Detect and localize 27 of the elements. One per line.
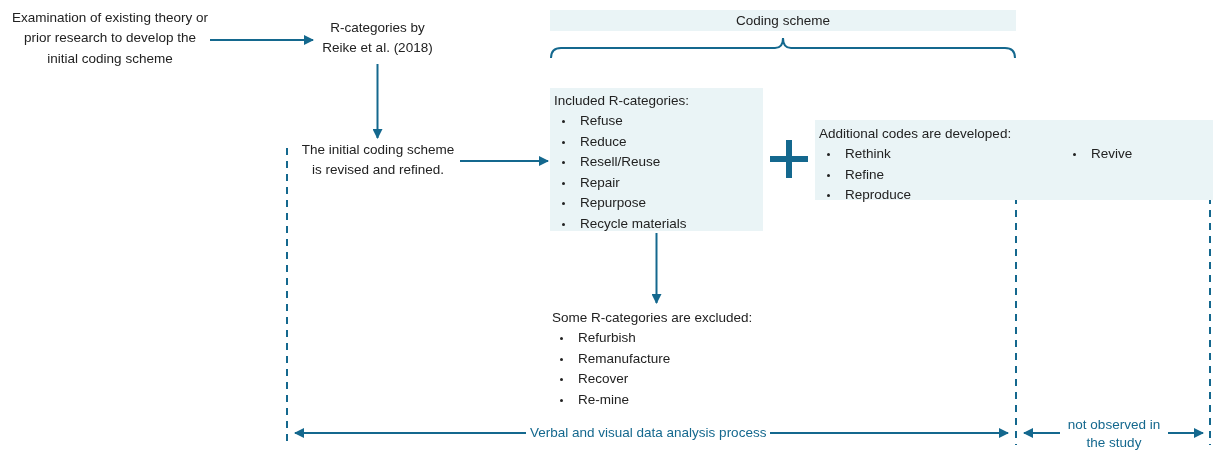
step-text: The initial coding scheme is revised and refined. [300,141,456,180]
list-item: Refine [845,166,885,182]
list-item: Reduce [580,133,627,149]
heading-text: Coding scheme [736,13,830,28]
list-heading: Included R-categories: [554,92,691,110]
arrow [372,63,383,139]
list-item: Recover [578,371,629,387]
list-item: Remanufacture [578,350,671,366]
step-text: R-categories by Reike et al. (2018) [321,19,434,58]
list-item: Recycle materials [580,215,687,231]
list-item: Repurpose [580,195,647,211]
category-list-box [550,88,763,231]
arrow [209,35,314,45]
list-heading: Additional codes are developed: [819,125,1013,143]
list-item: Rethink [845,146,891,162]
arrow [459,156,549,166]
list-item: Refuse [580,113,623,129]
list-item: Repair [580,174,620,190]
list-item: Refurbish [578,330,636,346]
step-text: Examination of existing theory or prior research to develop the initial coding scheme [12,9,208,68]
list-item: Reproduce [845,187,912,203]
list-item: Re-mine [578,391,629,407]
list-item: Resell/Reuse [580,154,661,170]
category-list-box [815,120,1213,200]
list-heading: Some R-categories are excluded: [552,309,754,327]
arrow [651,232,662,304]
list-item: Revive [1091,146,1133,162]
